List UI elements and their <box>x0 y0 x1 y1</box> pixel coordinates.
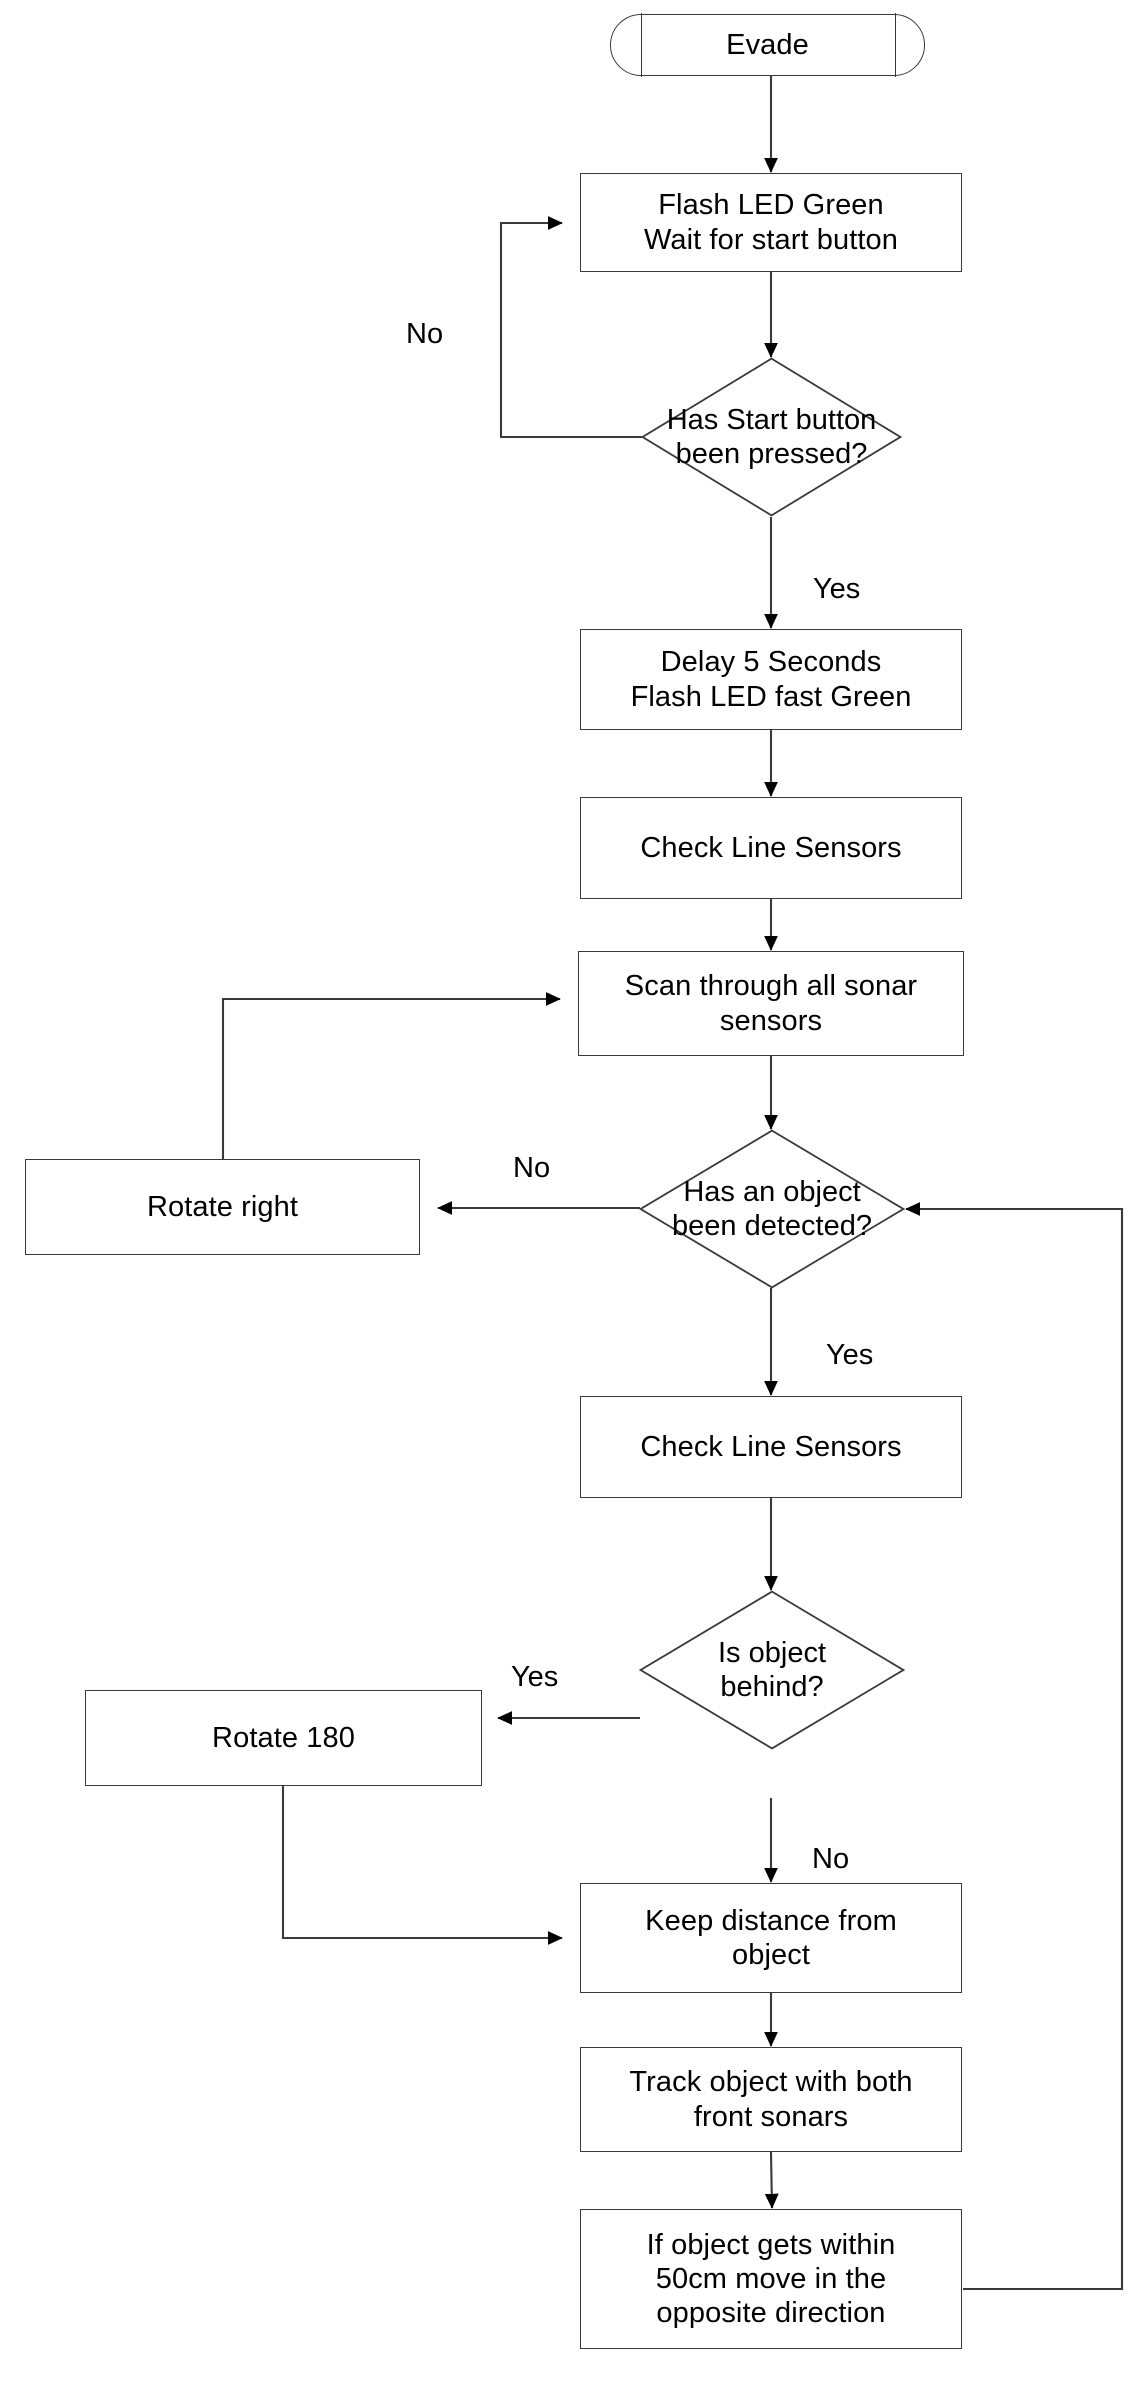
node-start-label: Evade <box>726 28 809 61</box>
node-move-opposite-line1: If object gets within <box>646 2228 896 2261</box>
node-rotate-180-label: Rotate 180 <box>212 1721 355 1754</box>
node-start-pressed-label: Has Start button been pressed? <box>641 357 902 517</box>
node-scan-sonar-label: Scan through all sonar sensors <box>617 969 925 1037</box>
node-flash-led-label: Flash LED Green Wait for start button <box>636 188 906 256</box>
node-rotate-right[interactable]: Rotate right <box>25 1159 420 1255</box>
node-check-line-sensors-2-label: Check Line Sensors <box>640 1430 902 1463</box>
node-check-line-sensors-1-label: Check Line Sensors <box>640 831 902 864</box>
node-keep-distance-label: Keep distance from object <box>637 1904 905 1972</box>
edge-label-object-behind-no: No <box>812 1843 850 1875</box>
node-object-detected-line2: been detected? <box>672 1210 872 1242</box>
edge-label-object-detected-yes: Yes <box>826 1339 874 1371</box>
node-move-opposite-line2: 50cm move in the <box>655 2262 887 2295</box>
edge-startpressed-no-loop <box>499 216 642 439</box>
terminator-right-bar <box>895 13 896 77</box>
node-keep-distance[interactable]: Keep distance from object <box>580 1883 962 1993</box>
node-flash-led-line1: Flash LED Green <box>658 189 884 222</box>
node-move-opposite-label: If object gets within 50cm move in the o… <box>639 2228 904 2331</box>
node-delay-label: Delay 5 Seconds Flash LED fast Green <box>623 645 920 713</box>
node-object-behind-line2: behind? <box>720 1671 824 1703</box>
node-track-object-label: Track object with both front sonars <box>621 2065 920 2133</box>
decision-shape-object-behind <box>638 1590 906 1750</box>
node-rotate-right-label: Rotate right <box>146 1190 299 1223</box>
edge-rotate180-to-keepdistance <box>281 1786 563 1945</box>
node-object-behind-line1: Is object <box>718 1636 826 1669</box>
node-scan-sonar[interactable]: Scan through all sonar sensors <box>578 951 964 1056</box>
edge-label-start-pressed-yes: Yes <box>813 573 861 605</box>
edge-track-to-moveopposite <box>764 2151 779 2209</box>
node-start-pressed-line2: been pressed? <box>675 438 868 470</box>
node-move-opposite[interactable]: If object gets within 50cm move in the o… <box>580 2209 962 2349</box>
terminator-left-bar <box>641 13 642 77</box>
edge-label-object-detected-no: No <box>513 1152 551 1184</box>
node-check-line-sensors-2[interactable]: Check Line Sensors <box>580 1396 962 1498</box>
edge-label-object-behind-yes: Yes <box>511 1661 559 1693</box>
edge-rotateright-to-scan <box>221 992 561 1159</box>
node-rotate-180[interactable]: Rotate 180 <box>85 1690 482 1786</box>
node-object-behind-label: Is object behind? <box>639 1590 905 1750</box>
node-move-opposite-line3: opposite direction <box>656 2297 886 2330</box>
node-object-behind-decision[interactable]: Is object behind? <box>638 1590 906 1750</box>
node-flash-led-line2: Wait for start button <box>643 223 899 256</box>
node-scan-sonar-line2: sensors <box>719 1004 823 1037</box>
edge-moveopposite-to-objectdetected <box>905 1202 1124 2291</box>
node-track-object-line2: front sonars <box>693 2100 849 2133</box>
node-start-pressed-line1: Has Start button <box>666 403 877 436</box>
node-start-terminator[interactable]: Evade <box>610 13 925 77</box>
node-track-object-line1: Track object with both <box>629 2066 913 2099</box>
node-keep-distance-line2: object <box>732 1939 810 1971</box>
decision-shape-object-detected <box>638 1129 906 1289</box>
node-object-detected-line1: Has an object <box>683 1175 861 1208</box>
decision-shape-start-pressed <box>640 357 903 517</box>
edge-label-start-pressed-no: No <box>406 318 444 350</box>
node-check-line-sensors-1[interactable]: Check Line Sensors <box>580 797 962 899</box>
node-keep-distance-line1: Keep distance from <box>645 1904 897 1937</box>
node-delay-line2: Flash LED fast Green <box>630 680 912 713</box>
node-flash-led[interactable]: Flash LED Green Wait for start button <box>580 173 962 272</box>
node-delay-line1: Delay 5 Seconds <box>660 646 882 679</box>
node-scan-sonar-line1: Scan through all sonar <box>624 970 918 1003</box>
node-delay[interactable]: Delay 5 Seconds Flash LED fast Green <box>580 629 962 730</box>
node-object-detected-decision[interactable]: Has an object been detected? <box>638 1129 906 1289</box>
node-start-pressed-decision[interactable]: Has Start button been pressed? <box>640 357 903 517</box>
node-track-object[interactable]: Track object with both front sonars <box>580 2047 962 2152</box>
node-object-detected-label: Has an object been detected? <box>639 1129 905 1289</box>
